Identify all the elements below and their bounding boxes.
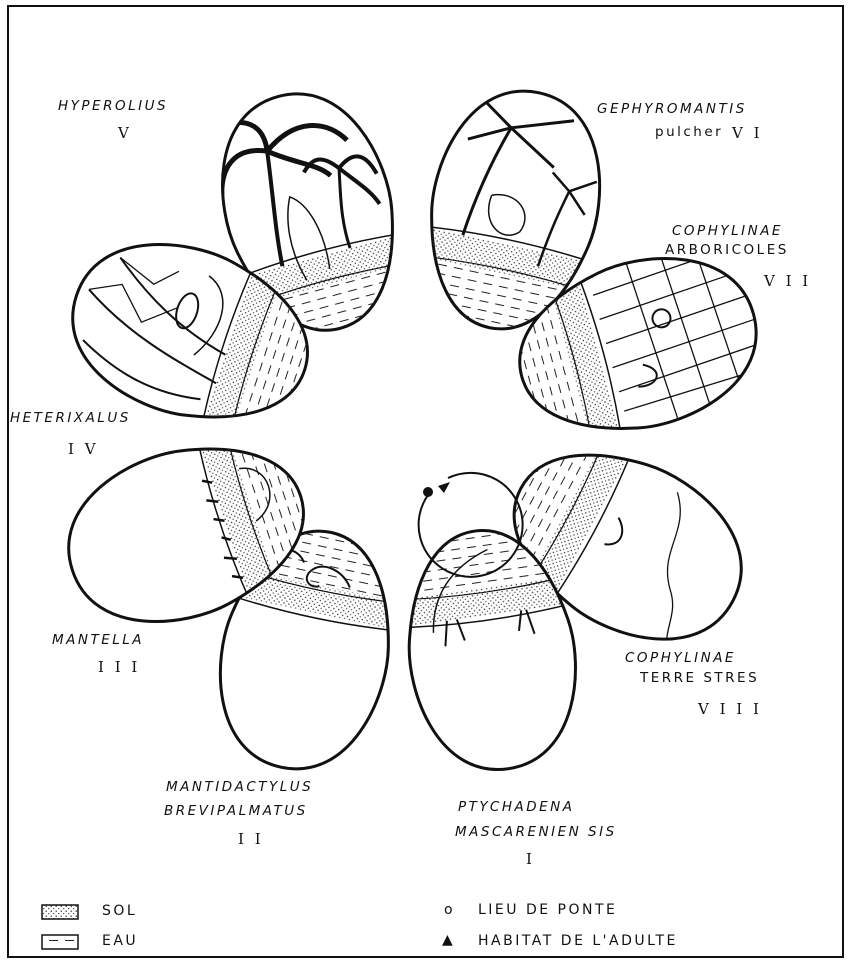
label-iii-numeral: I I I bbox=[98, 658, 140, 676]
label-ii-subname: BREVIPALMATUS bbox=[164, 803, 308, 819]
legend-habitat-label: HABITAT DE L'ADULTE bbox=[478, 933, 678, 949]
eau-swatch bbox=[42, 935, 78, 949]
label-iii-name: MANTELLA bbox=[52, 632, 144, 648]
label-i-subname: MASCARENIEN SIS bbox=[455, 824, 617, 840]
label-vi-subname: pulcher bbox=[655, 124, 723, 140]
label-iv-name: HETERIXALUS bbox=[10, 410, 131, 426]
label-viii-numeral: V I I I bbox=[698, 700, 762, 718]
label-v-numeral: V bbox=[118, 124, 132, 142]
label-vii-name: COPHYLINAE bbox=[672, 223, 783, 239]
legend-ponte-label: LIEU DE PONTE bbox=[478, 902, 617, 918]
legend-eau-label: EAU bbox=[102, 933, 138, 949]
label-v-name: HYPEROLIUS bbox=[58, 98, 168, 114]
label-i-name: PTYCHADENA bbox=[458, 799, 574, 815]
label-ii-name: MANTIDACTYLUS bbox=[166, 779, 313, 795]
label-vi-name: GEPHYROMANTIS bbox=[597, 101, 747, 117]
label-vii-numeral: V I I bbox=[764, 272, 811, 290]
sol-swatch bbox=[42, 905, 78, 919]
legend-ponte-symbol: o bbox=[444, 902, 455, 918]
label-i-numeral: I bbox=[526, 850, 535, 868]
legend-habitat-symbol: ▲ bbox=[442, 932, 455, 948]
label-viii-name: COPHYLINAE bbox=[625, 650, 736, 666]
label-ii-numeral: I I bbox=[238, 830, 264, 848]
label-viii-subname: TERRE STRES bbox=[640, 670, 759, 686]
label-vii-subname: ARBORICOLES bbox=[665, 242, 789, 258]
label-vi-numeral: V I bbox=[732, 124, 763, 142]
egg-marker-icon bbox=[423, 487, 433, 497]
legend-sol-label: SOL bbox=[102, 903, 137, 919]
label-iv-numeral: I V bbox=[68, 440, 99, 458]
